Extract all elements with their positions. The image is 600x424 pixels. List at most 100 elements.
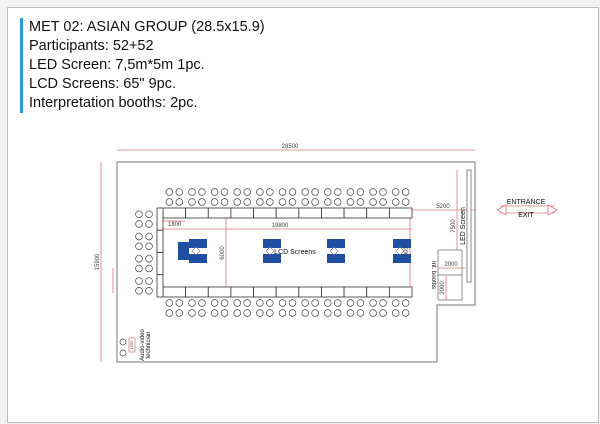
table-segment <box>185 207 209 219</box>
chair <box>401 309 410 317</box>
chair <box>145 220 153 228</box>
booths-text: Interpretation booths: 2pc. <box>29 95 198 111</box>
chair <box>346 198 355 206</box>
table-segment <box>343 286 368 298</box>
av-desk <box>128 337 136 353</box>
chair <box>135 254 143 263</box>
chair <box>346 188 355 196</box>
lcd-screen <box>393 254 411 263</box>
chair <box>210 299 219 307</box>
chair <box>220 309 229 317</box>
chair <box>379 188 387 196</box>
camera-icon <box>191 246 201 256</box>
chair <box>188 188 196 196</box>
chair <box>334 198 342 206</box>
event-title: MET 02: ASIAN GROUP (28.5x15.9) <box>29 19 265 35</box>
table-segment <box>156 252 164 276</box>
chair <box>266 198 274 206</box>
chair <box>210 309 219 317</box>
chair <box>135 210 143 218</box>
av-label-1: Audio-video <box>140 328 146 360</box>
exit-label: EXIT <box>518 212 534 219</box>
table-segment <box>253 286 277 298</box>
chair <box>278 188 287 196</box>
table-segment <box>275 286 300 298</box>
chair <box>220 299 229 307</box>
lcd-screen <box>327 254 345 263</box>
av-label-2: technician <box>146 331 152 358</box>
chair <box>135 220 143 228</box>
chair <box>243 198 251 206</box>
chair <box>233 188 241 196</box>
led-screen <box>466 169 472 283</box>
chair <box>165 299 174 307</box>
chair <box>391 188 400 196</box>
chair <box>391 198 400 206</box>
chair <box>210 198 219 206</box>
chair <box>311 188 319 196</box>
chair <box>175 309 184 317</box>
camera-icon <box>265 246 275 256</box>
lcd-screens-label: LCD Screens <box>274 249 316 256</box>
chair <box>369 309 377 317</box>
table-segment <box>162 286 187 298</box>
table-segment <box>156 229 164 253</box>
chair <box>145 254 153 263</box>
chair <box>119 338 127 346</box>
chair <box>256 299 264 307</box>
chair <box>256 309 264 317</box>
chair <box>311 198 319 206</box>
chair <box>198 198 206 206</box>
lcd-screen <box>327 239 345 248</box>
chair <box>401 198 410 206</box>
chair <box>311 299 319 307</box>
chair <box>301 198 309 206</box>
table-segment <box>388 286 413 298</box>
event-info: MET 02: ASIAN GROUP (28.5x15.9) Particip… <box>20 18 265 113</box>
room-outline <box>116 161 476 363</box>
chair <box>119 349 127 357</box>
chair <box>188 309 196 317</box>
table-segment <box>321 286 345 298</box>
lcd-screen <box>178 242 189 260</box>
chair <box>401 299 410 307</box>
table-segment <box>162 207 187 219</box>
dim-offset: 1800 <box>168 222 182 228</box>
chair <box>145 287 153 295</box>
chair <box>301 188 309 196</box>
lcd-screen <box>263 254 281 263</box>
chair <box>301 309 309 317</box>
chair <box>391 299 400 307</box>
table-segment <box>207 286 232 298</box>
chair <box>198 188 206 196</box>
table-segment <box>230 207 254 219</box>
chair <box>210 188 219 196</box>
chair <box>198 309 206 317</box>
table-segment <box>253 207 277 219</box>
dim-height: 15900 <box>95 253 101 270</box>
chair <box>145 242 153 251</box>
chair <box>324 299 332 307</box>
chair <box>233 309 241 317</box>
chair <box>324 309 332 317</box>
dim-width: 28500 <box>282 144 299 150</box>
chair <box>145 264 153 273</box>
chair <box>356 299 365 307</box>
chair <box>369 188 377 196</box>
chair <box>288 299 297 307</box>
chair <box>278 309 287 317</box>
chair <box>356 309 365 317</box>
table-segment <box>388 207 413 219</box>
chair <box>145 232 153 241</box>
chair <box>165 309 174 317</box>
chair <box>220 198 229 206</box>
lcd-screen <box>263 239 281 248</box>
chair <box>243 309 251 317</box>
chair <box>145 210 153 218</box>
chair <box>145 277 153 285</box>
chair <box>135 277 143 285</box>
chair <box>165 188 174 196</box>
chair <box>266 309 274 317</box>
